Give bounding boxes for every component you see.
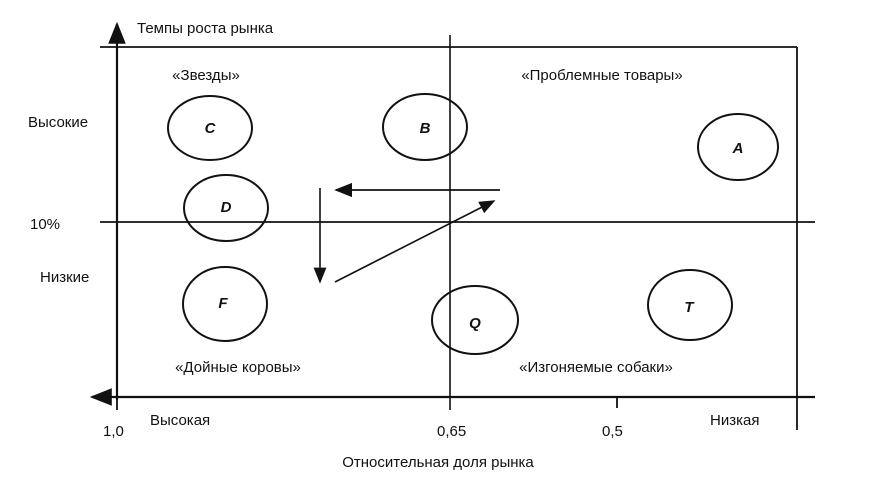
quadrant-dogs: «Изгоняемые собаки» xyxy=(519,359,673,376)
arrow-diagonal xyxy=(334,200,496,283)
x-axis-title: Относительная доля рынка xyxy=(342,454,534,471)
x-label-high: Высокая xyxy=(150,412,210,429)
x-tick-label: 0,65 xyxy=(437,423,466,440)
quadrant-problem-goods: «Проблемные товары» xyxy=(521,67,682,84)
y-label-high: Высокие xyxy=(28,114,88,131)
quadrant-cash-cows: «Дойные коровы» xyxy=(175,359,301,376)
product-d: D xyxy=(183,174,269,242)
x-label-low: Низкая xyxy=(710,412,759,429)
y-label-low: Низкие xyxy=(40,269,89,286)
product-label: D xyxy=(221,199,232,216)
y-axis-title: Темпы роста рынка xyxy=(137,20,274,37)
product-a: A xyxy=(697,113,779,181)
product-b: B xyxy=(382,93,468,161)
product-c: C xyxy=(167,95,253,161)
product-label: Q xyxy=(469,315,481,332)
product-label: A xyxy=(732,140,744,157)
product-label: T xyxy=(684,299,695,316)
product-label: B xyxy=(420,120,431,137)
product-label: F xyxy=(218,295,228,312)
product-f: F xyxy=(182,266,268,342)
product-t: T xyxy=(647,269,733,341)
product-label: C xyxy=(205,120,217,137)
quadrant-stars: «Звезды» xyxy=(172,67,240,84)
x-tick-label: 0,5 xyxy=(602,423,623,440)
x-tick-label: 1,0 xyxy=(103,423,124,440)
y-label-threshold: 10% xyxy=(30,216,60,233)
product-q: Q xyxy=(431,285,519,355)
